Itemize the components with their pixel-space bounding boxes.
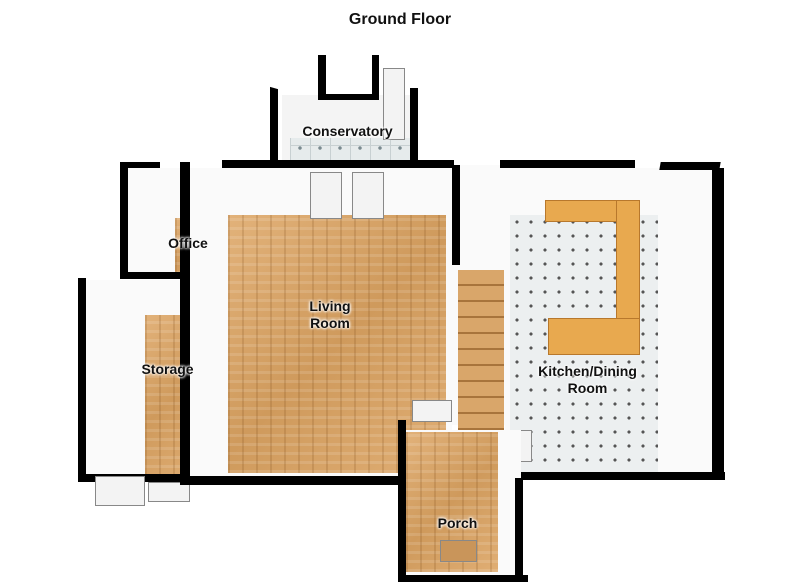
room-label-porch: Porch xyxy=(437,515,478,531)
room-label-office: Office xyxy=(168,235,208,251)
floor-title: Ground Floor xyxy=(348,11,452,28)
room-label-kitchen-dining: Kitchen/Dining Room xyxy=(538,363,637,396)
room-label-conservatory: Conservatory xyxy=(302,123,393,139)
room-label-storage: Storage xyxy=(141,361,194,377)
room-label-living-room: Living Room xyxy=(309,298,351,331)
